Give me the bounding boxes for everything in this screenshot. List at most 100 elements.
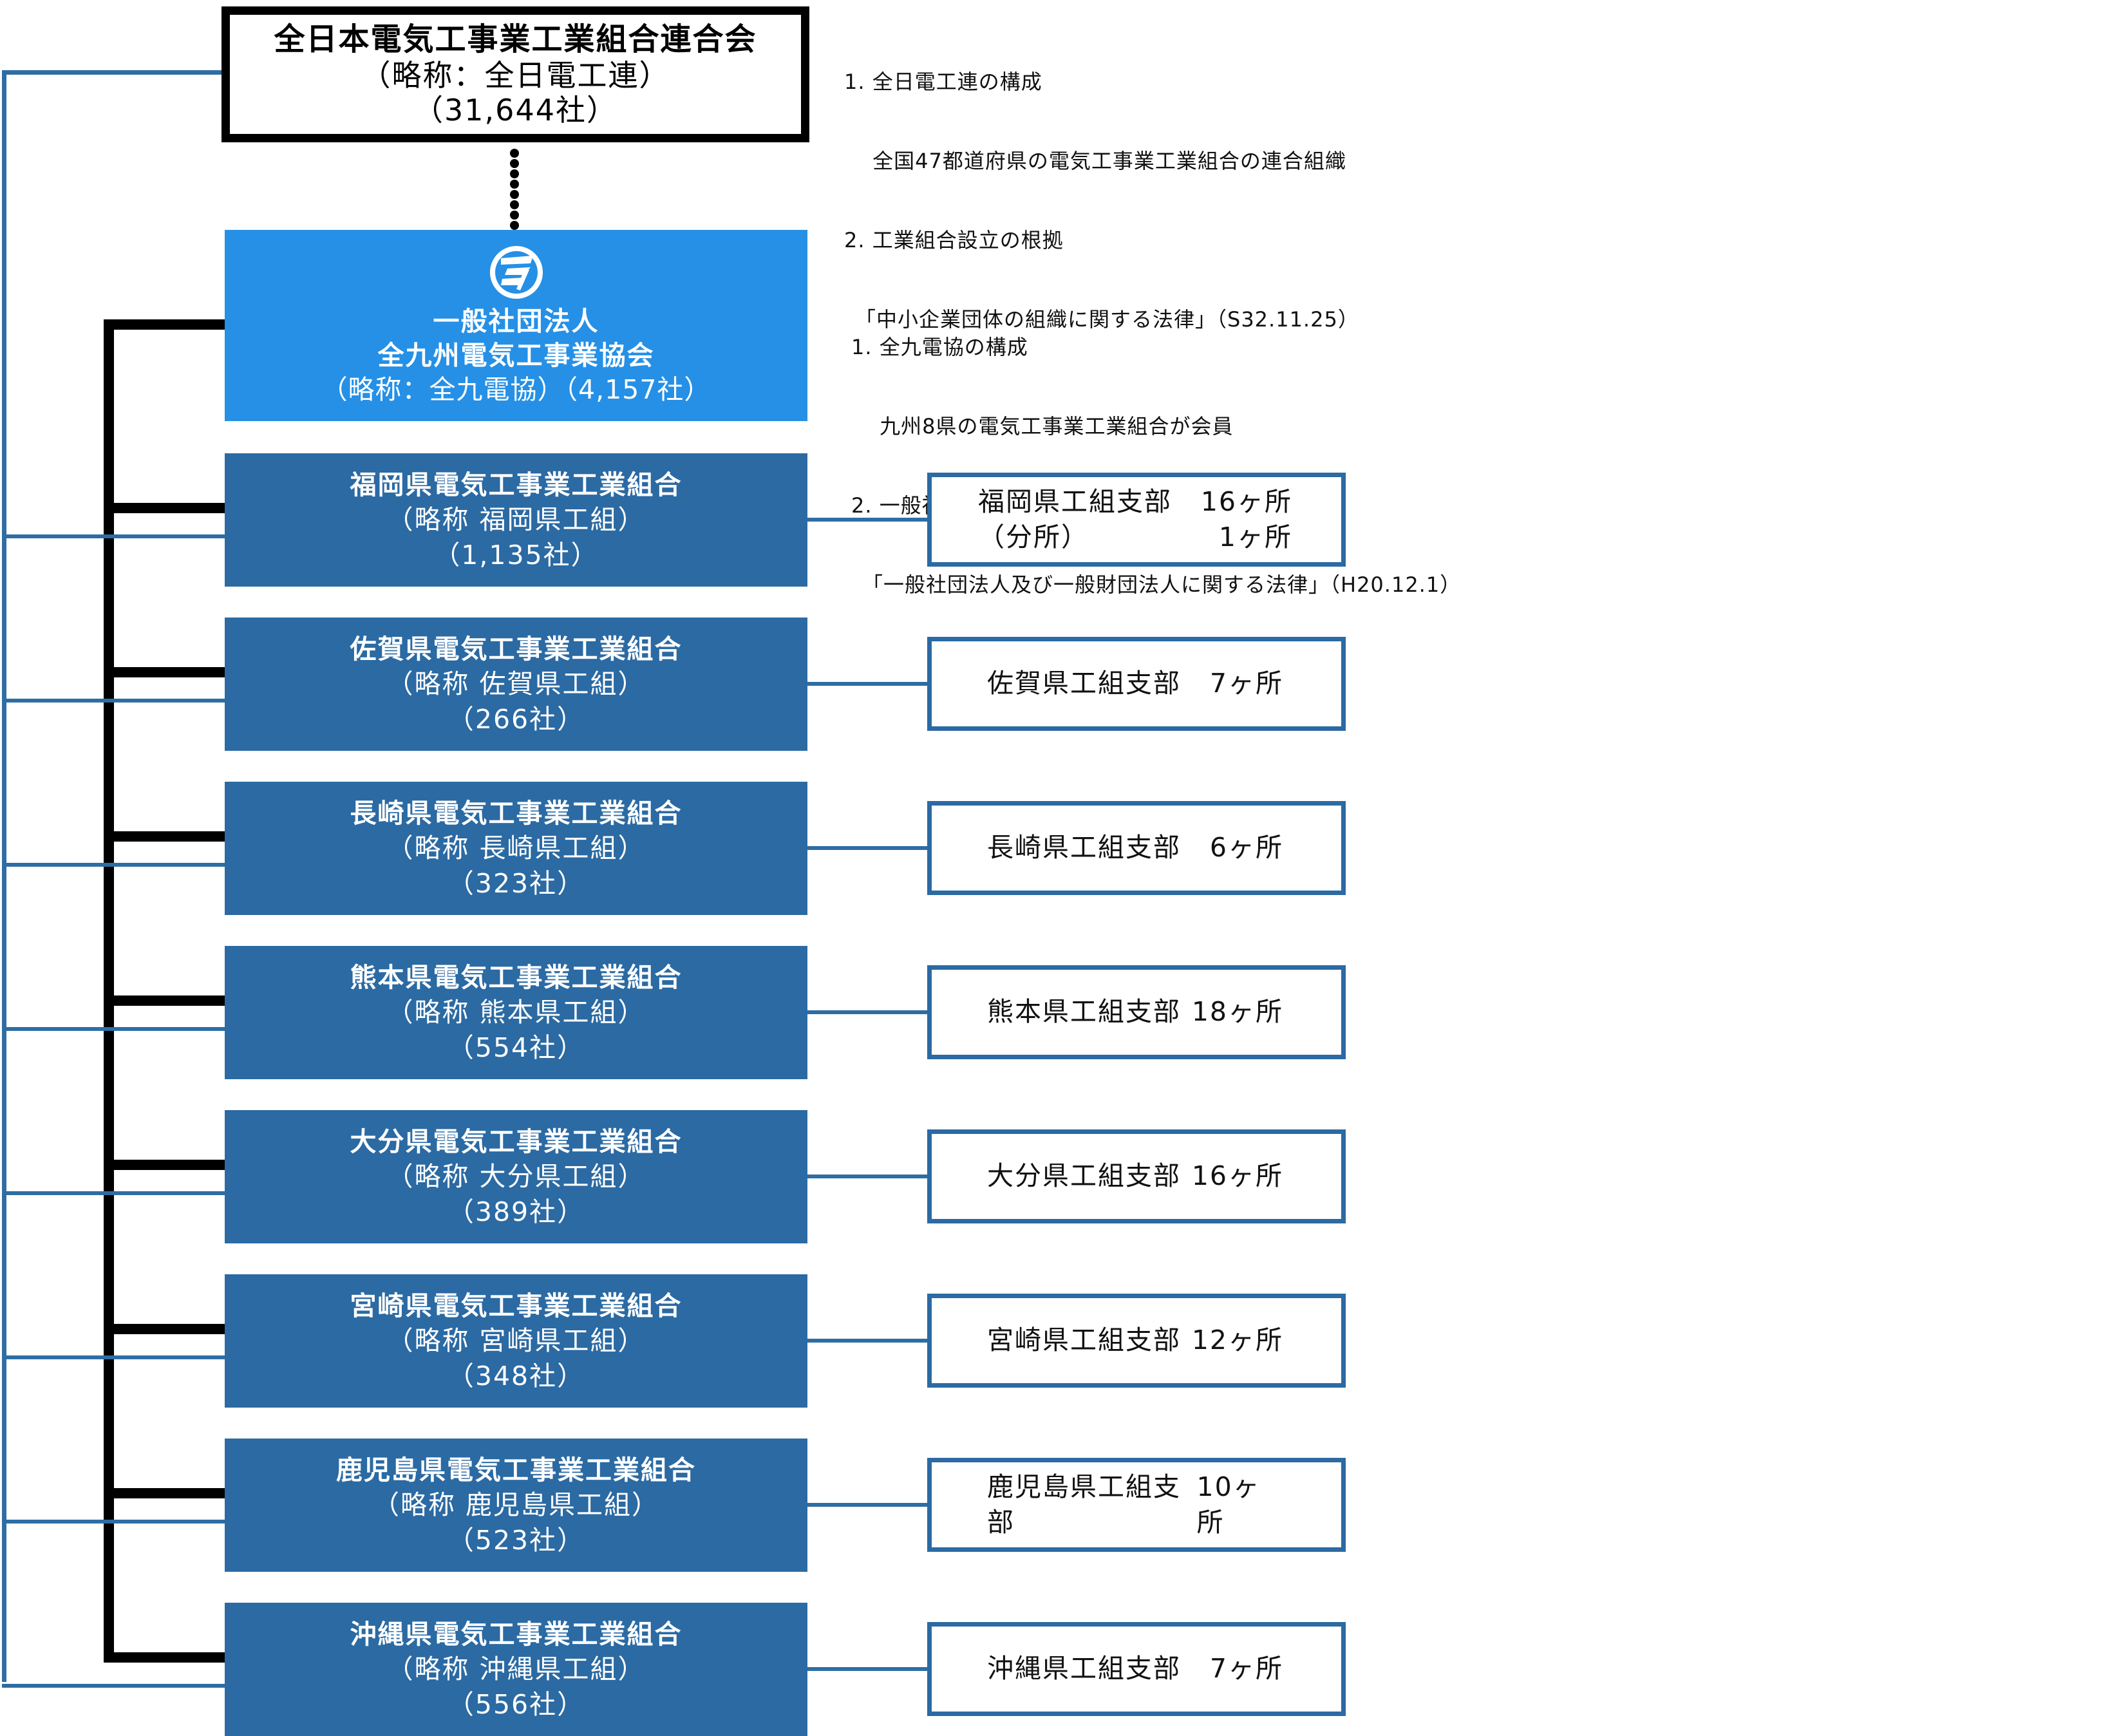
branch-row: 佐賀県工組支部 7ヶ所 <box>932 666 1341 701</box>
federation-branch-line <box>2 863 225 867</box>
branch-link-line <box>807 682 927 686</box>
branch-link-line <box>807 518 927 522</box>
prefecture-abbr: （略称 佐賀県工組） <box>386 668 646 700</box>
federation-trunk-line <box>2 72 6 1682</box>
branch-box: 宮崎県工組支部 12ヶ所 <box>927 1294 1346 1388</box>
federation-note-line: 全国47都道府県の電気工事業工業組合の連合組織 <box>844 149 1346 173</box>
prefecture-box: 福岡県電気工事業工業組合（略称 福岡県工組）（1,135社） <box>225 453 807 587</box>
branch-count: 16ヶ所 <box>1191 1160 1283 1192</box>
federation-box: 全日本電気工事業工業組合連合会 （略称：全日電工連） （31,644社） <box>221 6 809 142</box>
branch-link-line <box>807 1503 927 1507</box>
prefecture-box: 長崎県電気工事業工業組合 （略称 長崎県工組）（323社） <box>225 782 807 915</box>
prefecture-name: 長崎県電気工事業工業組合 <box>350 798 683 829</box>
prefecture-count: （348社） <box>447 1360 585 1392</box>
prefecture-count: （323社） <box>447 867 585 899</box>
federation-name: 全日本電気工事業工業組合連合会 <box>274 21 757 57</box>
federation-branch-line <box>2 1684 225 1688</box>
branch-row: 福岡県工組支部 16ヶ所 <box>932 484 1341 520</box>
association-link-line <box>104 319 225 330</box>
branch-label: 佐賀県工組支部 <box>987 668 1181 699</box>
branch-link-line <box>807 1667 927 1671</box>
branch-label: 長崎県工組支部 <box>987 832 1181 863</box>
prefecture-name: 鹿児島県電気工事業工業組合 <box>336 1455 696 1486</box>
branch-label: 大分県工組支部 <box>987 1160 1181 1192</box>
prefecture-count: （554社） <box>447 1032 585 1063</box>
prefecture-abbr: （略称 長崎県工組） <box>386 833 646 864</box>
prefecture-abbr: （略称 熊本県工組） <box>386 997 646 1028</box>
association-box: 一般社団法人 全九州電気工事業協会 （略称：全九電協）（4,157社） <box>225 230 807 421</box>
federation-branch-line <box>2 1520 225 1524</box>
branch-label: 鹿児島県工組支部 <box>987 1471 1181 1538</box>
prefecture-box: 熊本県電気工事業工業組合（略称 熊本県工組） （554社） <box>225 946 807 1079</box>
branch-box: 大分県工組支部 16ヶ所 <box>927 1129 1346 1223</box>
prefecture-box: 鹿児島県電気工事業工業組合（略称 鹿児島県工組）（523社） <box>225 1439 807 1572</box>
federation-note-line: 1. 全日電工連の構成 <box>844 70 1042 94</box>
association-branch-line <box>104 667 225 677</box>
branch-count: 10ヶ所 <box>1196 1471 1261 1538</box>
prefecture-count: （556社） <box>447 1688 585 1720</box>
prefecture-name: 佐賀県電気工事業工業組合 <box>350 634 683 665</box>
federation-branch-line <box>2 1027 225 1031</box>
prefecture-name: 福岡県電気工事業工業組合 <box>350 469 683 501</box>
branch-row: 宮崎県工組支部 12ヶ所 <box>932 1323 1341 1358</box>
federation-branch-line <box>2 1191 225 1195</box>
federation-count: （31,644社） <box>413 92 617 127</box>
prefecture-box: 佐賀県電気工事業工業組合（略称 佐賀県工組）（266社） <box>225 618 807 751</box>
association-note-line: 1. 全九電協の構成 <box>851 335 1028 359</box>
prefecture-count: （523社） <box>447 1524 585 1556</box>
sub-branch-row: （分所）1ヶ所 <box>932 520 1341 555</box>
federation-branch-line <box>2 699 225 703</box>
prefecture-abbr: （略称 宮崎県工組） <box>386 1325 646 1357</box>
dotted-connector <box>510 149 519 230</box>
prefecture-name: 熊本県電気工事業工業組合 <box>350 962 683 994</box>
branch-box: 福岡県工組支部 16ヶ所（分所）1ヶ所 <box>927 473 1346 567</box>
prefecture-abbr: （略称 沖縄県工組） <box>386 1654 646 1685</box>
prefecture-name: 大分県電気工事業工業組合 <box>350 1126 683 1158</box>
branch-row: 大分県工組支部 16ヶ所 <box>932 1158 1341 1194</box>
branch-box: 長崎県工組支部 6ヶ所 <box>927 801 1346 895</box>
branch-count: 16ヶ所 <box>1200 486 1292 517</box>
association-type: 一般社団法人 <box>433 305 599 337</box>
association-notes: 1. 全九電協の構成 九州8県の電気工事業工業組合が会員 2. 一般社団法人設立… <box>851 281 1461 651</box>
branch-count: 7ヶ所 <box>1209 668 1283 699</box>
federation-note-line: 2. 工業組合設立の根拠 <box>844 228 1064 252</box>
association-logo-icon <box>489 245 543 299</box>
prefecture-abbr: （略称 大分県工組） <box>386 1161 646 1193</box>
branch-count: 12ヶ所 <box>1191 1325 1283 1356</box>
federation-notes: 1. 全日電工連の構成 全国47都道府県の電気工事業工業組合の連合組織 2. 工… <box>844 16 1359 386</box>
prefecture-count: （1,135社） <box>433 539 599 571</box>
federation-link-line <box>2 70 225 75</box>
branch-label: 福岡県工組支部 <box>978 486 1172 517</box>
prefecture-abbr: （略称 鹿児島県工組） <box>372 1489 660 1521</box>
association-note-line: 九州8県の電気工事業工業組合が会員 <box>851 414 1234 439</box>
association-branch-line <box>104 1652 225 1663</box>
federation-branch-line <box>2 1355 225 1359</box>
association-note-line: 「一般社団法人及び一般財団法人に関する法律」（H20.12.1） <box>851 572 1462 597</box>
association-abbr-count: （略称：全九電協）（4,157社） <box>321 374 711 406</box>
association-branch-line <box>104 1160 225 1170</box>
association-branch-line <box>104 1488 225 1498</box>
branch-link-line <box>807 846 927 850</box>
association-trunk-line <box>104 319 114 1653</box>
federation-abbr: （略称：全日電工連） <box>361 57 670 93</box>
branch-box: 佐賀県工組支部 7ヶ所 <box>927 637 1346 731</box>
prefecture-name: 宮崎県電気工事業工業組合 <box>350 1290 683 1322</box>
branch-link-line <box>807 1175 927 1178</box>
branch-count: 6ヶ所 <box>1209 832 1283 863</box>
branch-label: 沖縄県工組支部 <box>987 1653 1181 1684</box>
association-branch-line <box>104 831 225 842</box>
branch-label: 宮崎県工組支部 <box>987 1325 1181 1356</box>
branch-link-line <box>807 1010 927 1014</box>
federation-note-line: 「中小企業団体の組織に関する法律」（S32.11.25） <box>844 307 1359 332</box>
prefecture-abbr: （略称 福岡県工組） <box>386 504 646 536</box>
prefecture-box: 宮崎県電気工事業工業組合（略称 宮崎県工組）（348社） <box>225 1274 807 1408</box>
sub-branch-label: （分所） <box>978 522 1089 552</box>
prefecture-count: （266社） <box>447 703 585 735</box>
prefecture-box: 大分県電気工事業工業組合（略称 大分県工組）（389社） <box>225 1110 807 1243</box>
association-branch-line <box>104 1324 225 1334</box>
